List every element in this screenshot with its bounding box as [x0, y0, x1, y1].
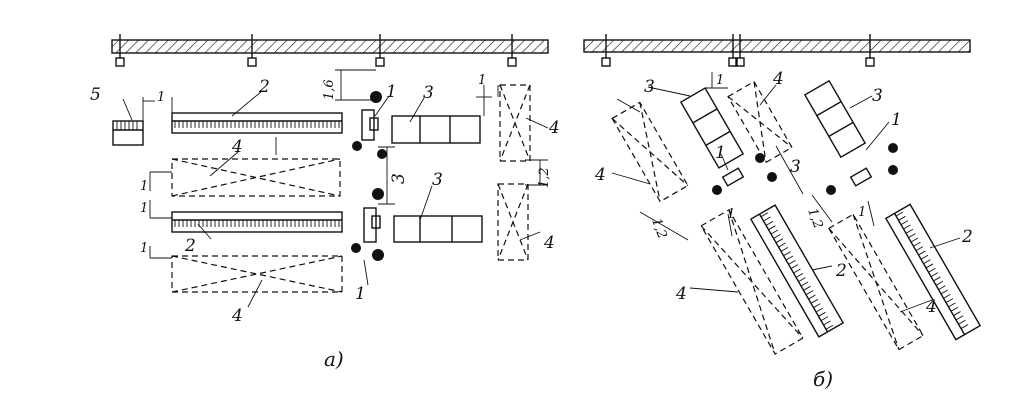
label-4-bottom: 4	[231, 306, 243, 326]
dim-1-6: 1,6	[322, 79, 337, 100]
label-b-1-dim: 1	[716, 73, 724, 88]
workplace-1-a1	[352, 91, 387, 159]
overhead-beam-b	[583, 39, 971, 53]
workplace-1-a2	[351, 188, 384, 261]
label-b-4-top: 4	[772, 69, 784, 89]
work-zone-4-b4	[828, 213, 924, 351]
label-b-3-right: 3	[872, 86, 883, 106]
machine-5	[112, 120, 144, 146]
dim-1-2: 1,2	[537, 167, 552, 188]
unit-3-b1	[679, 87, 745, 169]
label-5: 5	[90, 85, 101, 105]
work-zone-4-a1	[171, 158, 341, 197]
dim-1-left-c: 1	[140, 241, 148, 256]
work-zone-4-b1	[611, 101, 689, 203]
dim-1-left-b: 1	[140, 201, 148, 216]
workplace-1-b1	[712, 153, 777, 195]
label-4-lower-right: 4	[543, 233, 555, 253]
leaders-b	[611, 84, 961, 313]
dim-1-right: 1	[478, 73, 486, 88]
leaders-a	[122, 90, 549, 308]
work-zone-4-b2	[700, 209, 804, 355]
label-b-2-right: 2	[961, 227, 973, 247]
panel-b: 3 1 4 3 1 1 3 4 1,2 1 1,2 1 2 2 4 4 б)	[583, 34, 982, 391]
label-b-3-dim: 3	[790, 157, 801, 177]
overhead-beam-a	[111, 39, 549, 54]
label-b-3-left: 3	[644, 77, 655, 97]
label-2-upper: 2	[258, 77, 270, 97]
label-b-4-left: 4	[594, 165, 606, 185]
dim-3: 3	[389, 173, 409, 184]
label-3-upper: 3	[423, 83, 434, 103]
beam-hangers-b	[601, 34, 875, 67]
unit-3-b2	[803, 79, 867, 159]
caption-b: б)	[813, 367, 833, 391]
label-b-4-right: 4	[925, 297, 937, 317]
bench-2-upper	[171, 112, 343, 134]
label-b-1-2-left: 1,2	[648, 216, 669, 241]
label-3-lower: 3	[432, 170, 443, 190]
bench-2-b-left	[749, 204, 845, 338]
dimension-lines-b	[639, 72, 875, 241]
label-4-middle: 4	[231, 137, 243, 157]
workplace-1-b2	[826, 143, 898, 195]
work-zone-4-b3	[727, 80, 793, 164]
unit-3-a1	[391, 115, 481, 144]
label-2-lower: 2	[184, 236, 196, 256]
work-zone-4-a3	[499, 84, 531, 162]
label-b-1-2-right: 1,2	[804, 206, 825, 231]
unit-3-a2	[393, 215, 483, 243]
label-1-upper: 1	[386, 82, 397, 102]
beam-hangers-a	[115, 34, 517, 67]
label-b-1-left-small: 1	[727, 207, 735, 222]
label-b-4-center: 4	[675, 284, 687, 304]
dim-1-left-a: 1	[140, 179, 148, 194]
bench-2-b-right	[884, 203, 982, 341]
label-4-right: 4	[548, 118, 560, 138]
work-zone-4-a2	[171, 255, 343, 293]
label-b-1-small: 1	[858, 205, 866, 220]
label-b-1-center: 1	[715, 143, 726, 163]
panel-a: 5 2 1 3 4 4 3 2 4 1 4 1 1,6 1 3 1,2 1 1 …	[90, 34, 560, 371]
label-1-lower: 1	[355, 284, 366, 304]
label-b-1-right: 1	[891, 110, 902, 130]
work-zone-4-a4	[497, 183, 529, 261]
dimension-lines-a	[142, 69, 548, 259]
label-b-2-center: 2	[835, 261, 847, 281]
dim-1-machine: 1	[157, 90, 165, 105]
caption-a: а)	[324, 347, 344, 371]
bench-2-lower	[171, 211, 343, 233]
